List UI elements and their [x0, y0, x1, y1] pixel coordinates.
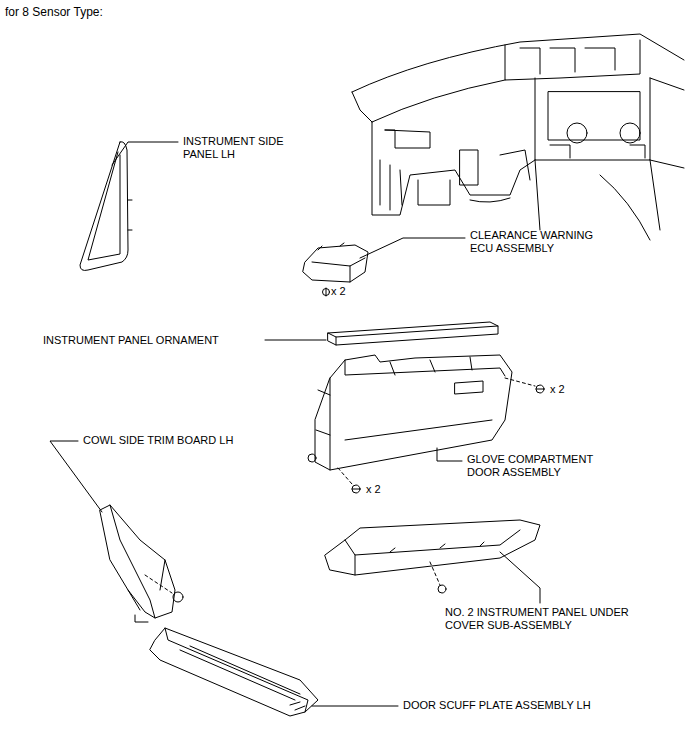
diagram-title: for 8 Sensor Type: [5, 5, 103, 19]
door-scuff-plate [150, 628, 318, 716]
part-name: INSTRUMENT PANEL ORNAMENT [43, 334, 219, 347]
cowl-side-trim [100, 505, 183, 622]
quantity: x 2 [331, 285, 346, 298]
dashboard [352, 34, 684, 240]
instrument-side-panel [80, 142, 132, 271]
part-name: GLOVE COMPARTMENT DOOR ASSEMBLY [467, 453, 609, 479]
quantity: x 2 [550, 383, 565, 396]
part-name: COWL SIDE TRIM BOARD LH [83, 434, 233, 447]
part-name: DOOR SCUFF PLATE ASSEMBLY LH [403, 699, 591, 712]
part-name: CLEARANCE WARNING ECU ASSEMBLY [470, 229, 602, 255]
part-name: NO. 2 INSTRUMENT PANEL UNDER COVER SUB-A… [445, 606, 665, 632]
quantity: x 2 [366, 483, 381, 496]
panel-ornament [328, 322, 498, 345]
glove-compartment [308, 355, 512, 470]
part-name: INSTRUMENT SIDE PANEL LH [183, 135, 301, 161]
under-cover [325, 520, 540, 593]
